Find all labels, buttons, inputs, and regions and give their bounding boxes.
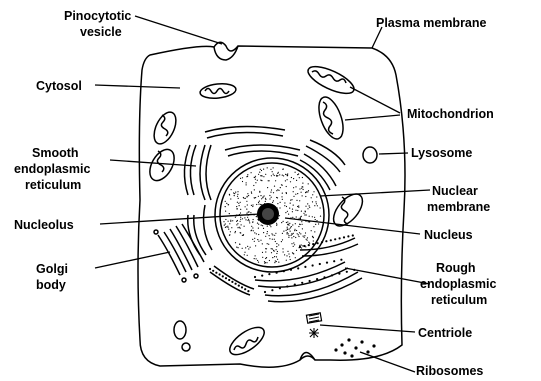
label-pinocytotic-vesicle: Pinocytotic vesicle	[64, 9, 135, 39]
label-golgi-body: Golgi body	[36, 262, 71, 292]
label-nucleolus: Nucleolus	[14, 218, 74, 232]
label-centriole: Centriole	[418, 326, 472, 340]
nucleolus-inner	[262, 208, 274, 220]
label-smooth-er: Smooth endoplasmic reticulum	[14, 146, 94, 192]
label-lysosome: Lysosome	[411, 146, 472, 160]
leader-centriole	[320, 325, 415, 332]
leader-rough-er	[345, 268, 430, 284]
golgi-body-stack	[154, 224, 204, 282]
vesicle-shape	[174, 321, 186, 339]
leader-nuclear-membrane	[320, 190, 430, 196]
leader-golgi	[95, 252, 170, 268]
lysosome-shape	[363, 147, 377, 163]
label-plasma-membrane: Plasma membrane	[376, 16, 487, 30]
mitochondrion	[314, 94, 348, 142]
label-nucleus: Nucleus	[424, 228, 473, 242]
leader-pinocytotic	[135, 16, 222, 44]
mitochondrion	[150, 109, 181, 147]
mitochondrion	[225, 322, 268, 360]
centriole-shape	[306, 313, 321, 338]
pinocytotic-vesicle-shape	[214, 46, 238, 60]
leader-mito-1	[350, 87, 400, 113]
leader-cytosol	[95, 85, 180, 88]
label-mitochondrion: Mitochondrion	[407, 107, 494, 121]
leader-lysosome	[379, 153, 408, 154]
vesicle-shape	[182, 343, 190, 351]
leader-ribosomes	[360, 352, 415, 372]
leader-plasma-membrane	[372, 27, 382, 48]
ribosomes-dots	[334, 338, 375, 357]
label-nuclear-membrane: Nuclear membrane	[427, 184, 490, 214]
mitochondrion	[305, 61, 358, 98]
label-cytosol: Cytosol	[36, 79, 82, 93]
label-rough-er: Rough endoplasmic reticulum	[420, 261, 500, 307]
label-ribosomes: Ribosomes	[416, 364, 483, 378]
leader-mito-2	[345, 115, 400, 120]
mitochondrion	[199, 82, 236, 100]
